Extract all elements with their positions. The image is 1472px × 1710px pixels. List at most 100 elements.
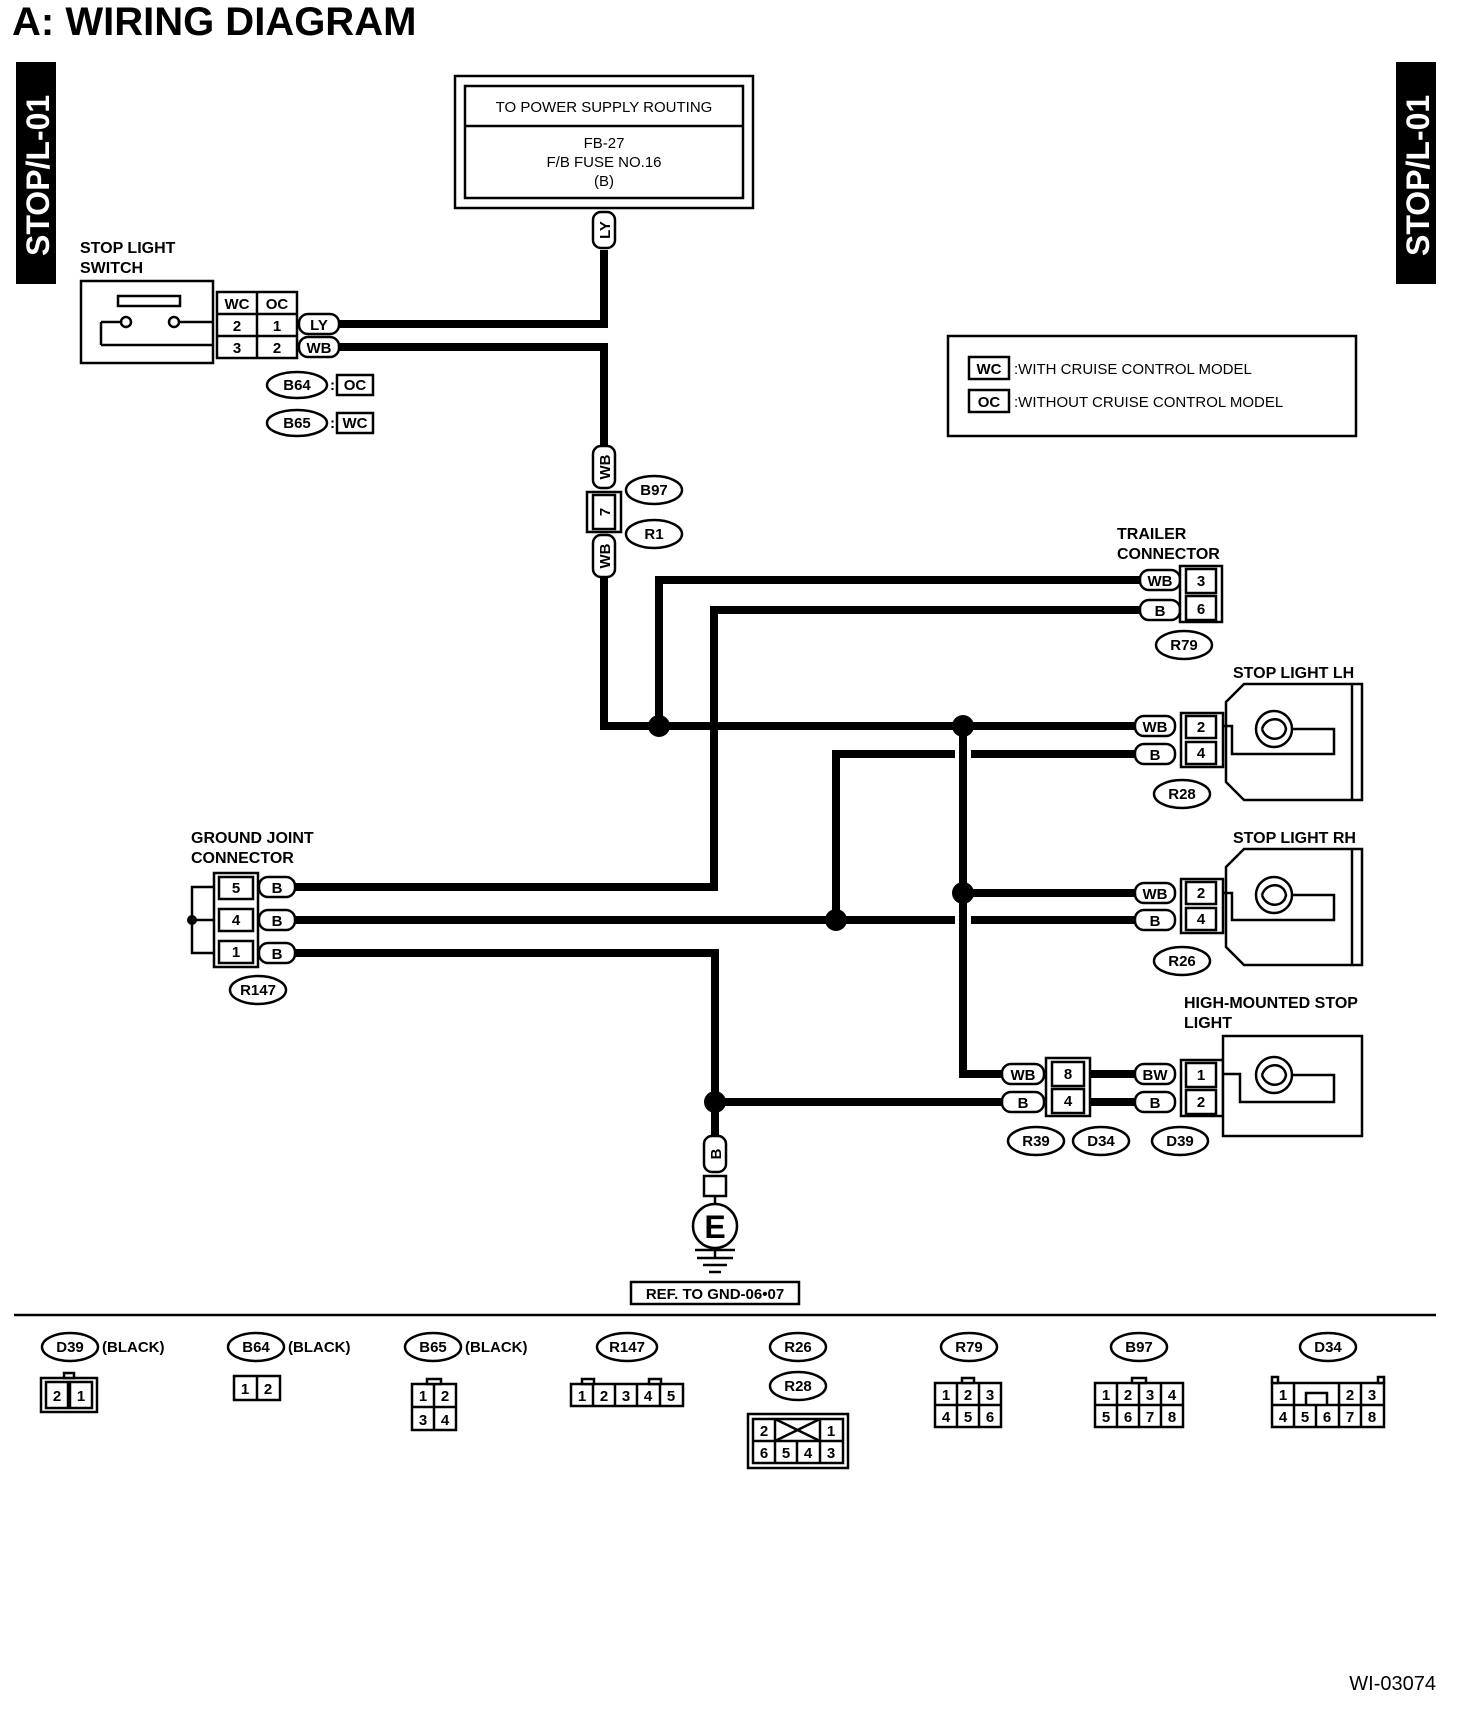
- stop-light-switch: STOP LIGHT SWITCH WC OC 2 1 3 2 LY WB B6…: [79, 240, 375, 438]
- trailer-conn-id: R79: [1170, 637, 1198, 654]
- ground-joint-connector: GROUND JOINT CONNECTOR 5 4 1 B B B R147: [187, 830, 314, 1006]
- r1-conn-id: R1: [644, 526, 663, 543]
- stop-lh-conn-id: R28: [1168, 786, 1196, 803]
- b64-colon: :: [330, 377, 335, 394]
- hm-conn-d39: D39: [1166, 1133, 1194, 1150]
- ground-wire-label: B: [708, 1148, 725, 1159]
- ground-ref: REF. TO GND-06•07: [646, 1286, 784, 1303]
- b97-pin: 7: [597, 508, 614, 516]
- gj-wire-3: B: [272, 946, 283, 963]
- stop-rh-conn-id: R26: [1168, 953, 1196, 970]
- stop-light-lh: STOP LIGHT LH WB B 2 4 R28: [1133, 665, 1364, 810]
- gj-wire-1: B: [272, 880, 283, 897]
- cv-r147-pin-3: 3: [622, 1388, 630, 1405]
- cv-b64-id: B64: [242, 1339, 270, 1356]
- switch-pin-oc-1: 1: [273, 318, 281, 335]
- cv-b65-pin-3: 3: [419, 1412, 427, 1429]
- power-box-line3: (B): [594, 173, 614, 190]
- connector-b64-model: OC: [344, 377, 367, 394]
- cv-b97-id: B97: [1125, 1339, 1153, 1356]
- b97-top-wire: WB: [597, 454, 614, 479]
- ground-joint-label-2: CONNECTOR: [191, 850, 294, 867]
- stop-rh-pin-1: 2: [1197, 885, 1205, 902]
- hm-left-pin-1: 8: [1064, 1066, 1072, 1083]
- cv-r79-id: R79: [955, 1339, 983, 1356]
- hm-right-pin-1: 1: [1197, 1067, 1205, 1084]
- cv-d34-pin-5: 5: [1301, 1409, 1309, 1426]
- side-tab-left-label: STOP/L-01: [20, 95, 56, 256]
- stop-lh-wire-2: B: [1150, 747, 1161, 764]
- wire-wb-main: [600, 573, 1135, 730]
- ly-wire-tag: LY: [591, 210, 617, 250]
- cv-b97-pin-1: 1: [1102, 1387, 1110, 1404]
- switch-pin-wc-2: 3: [233, 340, 241, 357]
- junction-dot-3: [952, 882, 974, 904]
- connector-b97-r1: WB 7 WB B97 R1: [585, 444, 684, 579]
- cv-d34-pin-6: 6: [1323, 1409, 1331, 1426]
- switch-wire-ly: LY: [310, 317, 328, 334]
- stop-lh-wire-1: WB: [1143, 719, 1168, 736]
- b97-bottom-wire: WB: [597, 543, 614, 568]
- connector-b65-id: B65: [283, 415, 311, 432]
- cv-d39-id: D39: [56, 1339, 84, 1356]
- gj-pin-3: 1: [232, 944, 240, 961]
- connector-view-b64: B64 (BLACK) 1 2: [226, 1331, 350, 1402]
- trailer-pin-1: 3: [1197, 573, 1205, 590]
- cv-r79-pin-4: 4: [942, 1409, 951, 1426]
- cv-r26-id: R26: [784, 1339, 812, 1356]
- gj-pin-2: 4: [232, 912, 241, 929]
- cv-b65-pin-4: 4: [441, 1412, 450, 1429]
- hm-conn-r39: R39: [1022, 1133, 1050, 1150]
- power-box-line2: F/B FUSE NO.16: [546, 154, 661, 171]
- cv-b97-pin-8: 8: [1168, 1409, 1176, 1426]
- cv-r79-pin-2: 2: [964, 1387, 972, 1404]
- hm-right-pin-2: 2: [1197, 1094, 1205, 1111]
- ly-wire-tag-label: LY: [597, 221, 614, 239]
- stop-rh-pin-2: 4: [1197, 911, 1206, 928]
- legend-text-wc: :WITH CRUISE CONTROL MODEL: [1014, 361, 1252, 378]
- gj-wire-2: B: [272, 913, 283, 930]
- wire-wb-vertical: [959, 726, 1002, 1078]
- ground-point: B E REF. TO GND-06•07: [629, 1134, 801, 1306]
- switch-pin-wc-1: 2: [233, 318, 241, 335]
- legend-code-wc: WC: [977, 361, 1002, 378]
- cv-r147-pin-4: 4: [644, 1388, 653, 1405]
- cv-d39-pin-a: 2: [53, 1388, 61, 1405]
- side-tab-right-label: STOP/L-01: [1400, 95, 1436, 256]
- hm-left-wire-1: WB: [1011, 1067, 1036, 1084]
- cv-b65-color: (BLACK): [465, 1339, 527, 1356]
- cv-d34-pin-4: 4: [1279, 1409, 1288, 1426]
- cv-r147-pin-5: 5: [667, 1388, 675, 1405]
- stop-rh-wire-1: WB: [1143, 886, 1168, 903]
- switch-col-wc: WC: [225, 296, 250, 313]
- stop-light-rh: STOP LIGHT RH WB B 2 4 R26: [1133, 830, 1364, 977]
- b65-colon: :: [330, 415, 335, 432]
- cv-b97-pin-4: 4: [1168, 1387, 1177, 1404]
- cross-fill-1b: [718, 722, 722, 730]
- cv-r79-pin-3: 3: [986, 1387, 994, 1404]
- page-title: A: WIRING DIAGRAM: [12, 0, 417, 44]
- wire-ly: [339, 250, 608, 328]
- cv-r26-pin-6: 6: [760, 1445, 768, 1462]
- cv-d34-pin-2: 2: [1346, 1387, 1354, 1404]
- cv-d34-pin-8: 8: [1368, 1409, 1376, 1426]
- connector-view-d34: D34 1 2 3 4 5 6 7 8: [1270, 1331, 1386, 1429]
- gj-conn-id: R147: [240, 982, 276, 999]
- cv-r79-pin-1: 1: [942, 1387, 950, 1404]
- cv-b64-pin-a: 1: [241, 1381, 249, 1398]
- model-legend: WC :WITH CRUISE CONTROL MODEL OC :WITHOU…: [946, 334, 1358, 438]
- cv-d34-id: D34: [1314, 1339, 1342, 1356]
- junction-dot-1: [648, 715, 670, 737]
- hm-right-wire-1: BW: [1143, 1067, 1169, 1084]
- connector-view-r79: R79 1 2 3 4 5 6: [933, 1331, 1003, 1429]
- cross-fill-1a: [706, 722, 710, 730]
- cv-b97-pin-6: 6: [1124, 1409, 1132, 1426]
- ground-symbol: E: [704, 1209, 725, 1245]
- cv-d39-color: (BLACK): [102, 1339, 164, 1356]
- connector-view-d39: D39 (BLACK) 2 1: [39, 1331, 164, 1414]
- connector-view-b65: B65 (BLACK) 1 2 3 4: [403, 1331, 527, 1432]
- cv-r26-pin-3: 3: [827, 1445, 835, 1462]
- junction-dot-5: [704, 1091, 726, 1113]
- power-box-header: TO POWER SUPPLY ROUTING: [496, 99, 713, 116]
- junction-dot-2: [952, 715, 974, 737]
